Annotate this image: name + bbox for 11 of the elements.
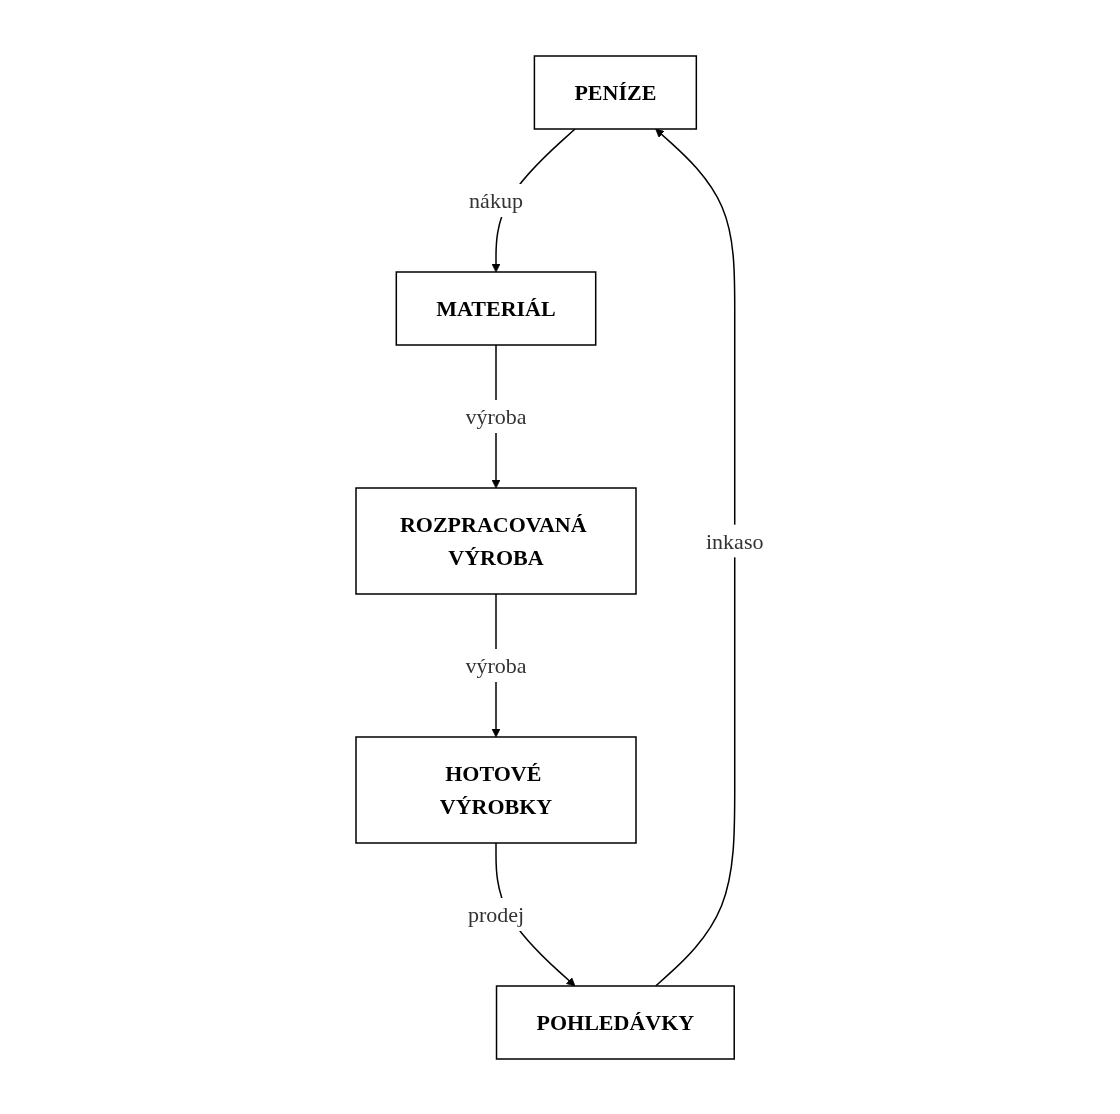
node-box: HOTOVÉ VÝROBKY [355, 735, 637, 844]
node-box: MATERIÁL [395, 270, 597, 346]
node-box: PENÍZE [533, 54, 698, 130]
edge-label: výroba [465, 652, 527, 678]
edge-label: inkaso [706, 528, 764, 553]
node-box: ROZPRACOVANÁ VÝROBA [355, 486, 637, 595]
edge-label: nákup [469, 187, 524, 213]
node-box: POHLEDÁVKY [496, 984, 736, 1060]
edge-label: prodej [468, 901, 525, 927]
edge-label: výroba [465, 403, 527, 429]
arrow [655, 128, 736, 987]
